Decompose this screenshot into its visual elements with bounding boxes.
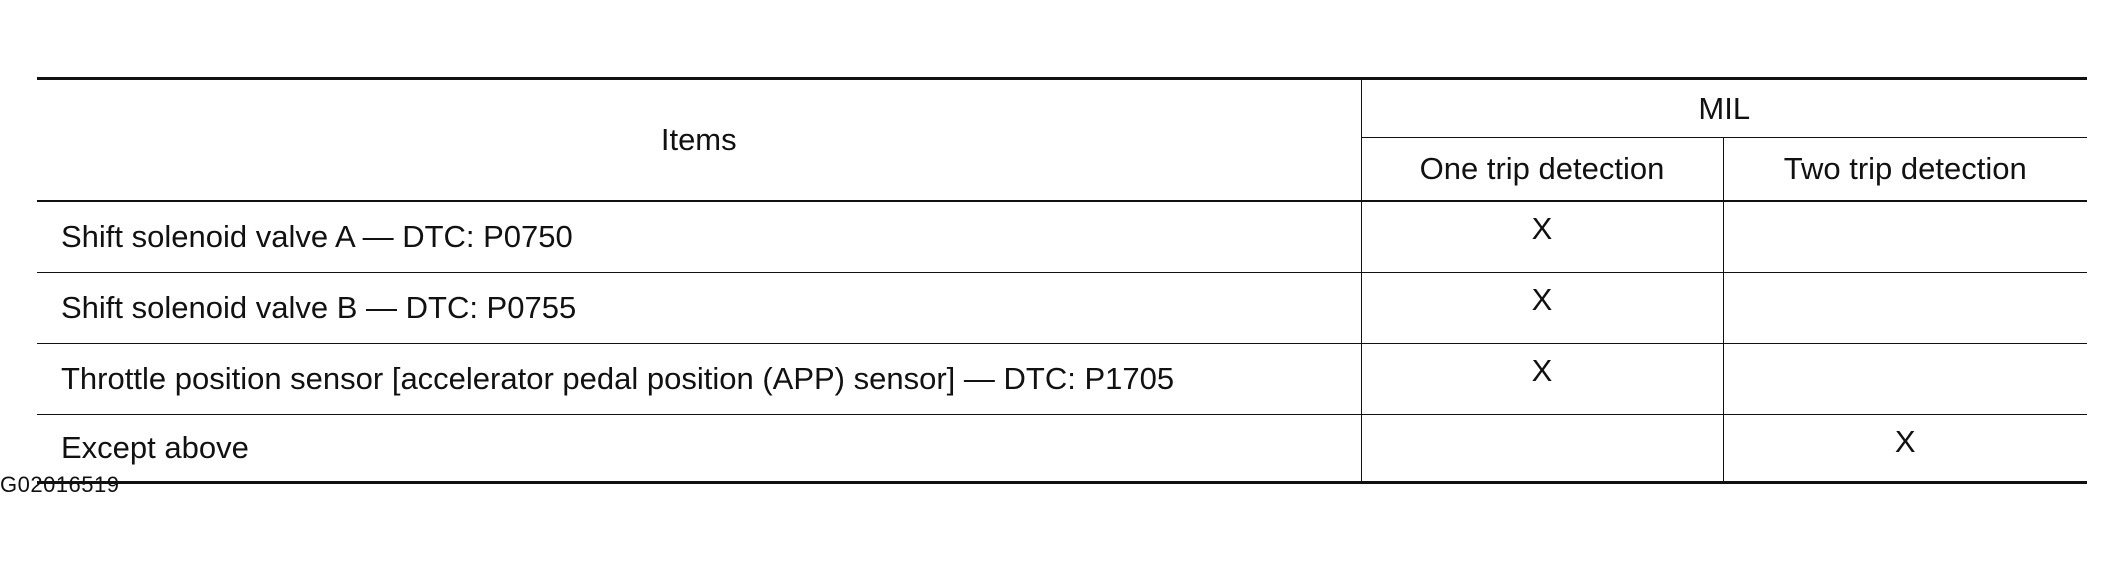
two-trip-mark: X	[1723, 414, 2087, 484]
two-trip-detection-header: Two trip detection	[1723, 137, 2087, 202]
one-trip-mark: X	[1361, 201, 1724, 273]
table-row: Except above X	[37, 414, 2087, 484]
mil-detection-table: Items MIL One trip detection Two trip de…	[37, 77, 2087, 484]
mil-column-header: MIL	[1361, 77, 2087, 138]
two-trip-mark	[1723, 272, 2087, 344]
table-row: Shift solenoid valve A — DTC: P0750 X	[37, 201, 2087, 273]
item-cell: Throttle position sensor [accelerator pe…	[37, 343, 1362, 415]
item-cell: Shift solenoid valve B — DTC: P0755	[37, 272, 1362, 344]
one-trip-mark: X	[1361, 272, 1724, 344]
item-cell: Shift solenoid valve A — DTC: P0750	[37, 201, 1362, 273]
one-trip-mark	[1361, 414, 1724, 484]
table-row: Throttle position sensor [accelerator pe…	[37, 343, 2087, 415]
one-trip-mark: X	[1361, 343, 1724, 415]
item-cell: Except above	[37, 414, 1362, 484]
items-column-header: Items	[37, 77, 1362, 202]
figure-code: G02016519	[0, 472, 120, 497]
one-trip-detection-header: One trip detection	[1361, 137, 1724, 202]
two-trip-mark	[1723, 343, 2087, 415]
table-row: Shift solenoid valve B — DTC: P0755 X	[37, 272, 2087, 344]
two-trip-mark	[1723, 201, 2087, 273]
